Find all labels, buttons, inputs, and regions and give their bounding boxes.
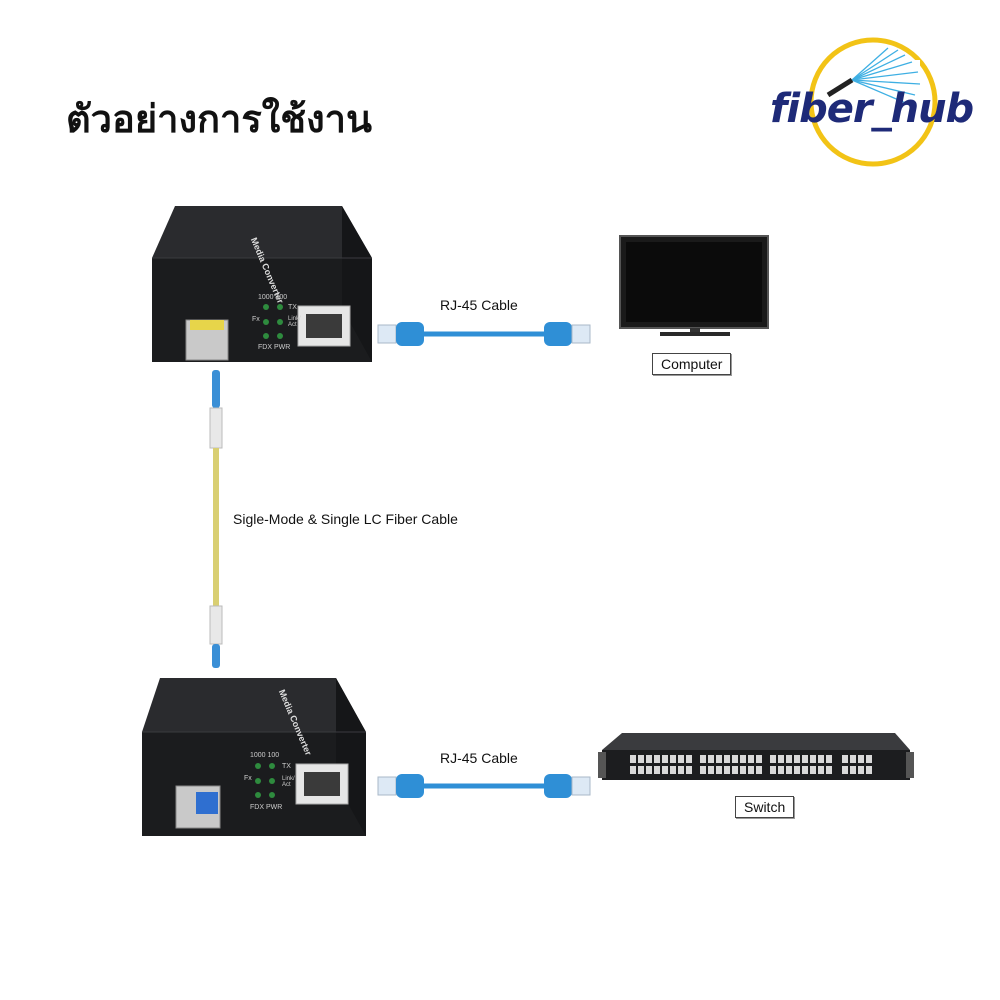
- led-label-tx-bottom: TX: [282, 763, 291, 770]
- led-label-speed-top: 1000 100: [258, 294, 288, 301]
- switch-port: [756, 755, 762, 763]
- switch-sfp-port: [850, 766, 856, 774]
- switch-port: [770, 755, 776, 763]
- switch-port: [678, 755, 684, 763]
- media-converter-top: [152, 206, 372, 362]
- logo-text: fiber_hub: [770, 86, 974, 132]
- rj45-cable-label-top: RJ-45 Cable: [440, 297, 518, 313]
- switch-sfp-port: [858, 755, 864, 763]
- switch-port: [686, 766, 692, 774]
- switch-sfp-port: [842, 766, 848, 774]
- switch-port: [810, 766, 816, 774]
- led-label-fx-bottom: Fx: [244, 775, 252, 782]
- computer-monitor-icon: [619, 235, 769, 336]
- switch-port: [670, 766, 676, 774]
- switch-port: [770, 766, 776, 774]
- switch-port: [686, 755, 692, 763]
- switch-sfp-port: [850, 755, 856, 763]
- switch-port: [700, 766, 706, 774]
- led-label-tx-top: TX: [288, 304, 297, 311]
- switch-port: [708, 766, 714, 774]
- switch-sfp-port: [866, 766, 872, 774]
- led-label-fdx-bottom: FDX PWR: [250, 804, 283, 811]
- switch-port: [818, 755, 824, 763]
- switch-port: [794, 755, 800, 763]
- switch-port: [646, 755, 652, 763]
- switch-port: [740, 766, 746, 774]
- switch-port: [786, 755, 792, 763]
- switch-port: [732, 766, 738, 774]
- led-label-link-bottom: Link/ Act: [282, 776, 295, 788]
- switch-port: [724, 766, 730, 774]
- switch-port: [740, 755, 746, 763]
- switch-sfp-port: [842, 755, 848, 763]
- led-label-fx-top: Fx: [252, 316, 260, 323]
- led-label-speed-bottom: 1000 100: [250, 752, 280, 759]
- switch-port: [716, 755, 722, 763]
- computer-label: Computer: [652, 353, 732, 375]
- switch-port: [756, 766, 762, 774]
- rj45-cable-top: [377, 322, 591, 346]
- media-converter-bottom: [142, 678, 366, 836]
- switch-port: [670, 755, 676, 763]
- switch-port: [732, 755, 738, 763]
- rj45-cable-bottom: [377, 774, 591, 798]
- switch-sfp-port: [866, 755, 872, 763]
- led-label-fdx-top: FDX PWR: [258, 344, 291, 351]
- switch-port: [654, 755, 660, 763]
- switch-port: [818, 766, 824, 774]
- fiber-cable: [209, 370, 223, 668]
- switch-port: [662, 755, 668, 763]
- switch-port: [810, 755, 816, 763]
- switch-port: [826, 755, 832, 763]
- switch-port: [786, 766, 792, 774]
- switch-port: [678, 766, 684, 774]
- switch-port: [826, 766, 832, 774]
- fiber-cable-label: Sigle-Mode & Single LC Fiber Cable: [233, 511, 458, 527]
- network-switch-icon: [598, 733, 914, 780]
- switch-port: [638, 766, 644, 774]
- fiber-hub-logo-mark: [808, 37, 938, 167]
- switch-port: [700, 755, 706, 763]
- switch-port: [802, 755, 808, 763]
- switch-port: [708, 755, 714, 763]
- page-title: ตัวอย่างการใช้งาน: [66, 97, 372, 141]
- switch-port: [662, 766, 668, 774]
- rj45-cable-label-bottom: RJ-45 Cable: [440, 750, 518, 766]
- switch-port: [724, 755, 730, 763]
- switch-sfp-port: [858, 766, 864, 774]
- switch-port: [802, 766, 808, 774]
- switch-port: [638, 755, 644, 763]
- switch-port: [646, 766, 652, 774]
- switch-port: [794, 766, 800, 774]
- switch-label: Switch: [735, 796, 795, 818]
- switch-port: [778, 755, 784, 763]
- switch-port: [748, 766, 754, 774]
- switch-port: [630, 766, 636, 774]
- switch-port: [630, 755, 636, 763]
- switch-port: [748, 755, 754, 763]
- led-label-link-top: Link/ Act: [288, 316, 301, 328]
- switch-port: [654, 766, 660, 774]
- switch-port: [778, 766, 784, 774]
- switch-port: [716, 766, 722, 774]
